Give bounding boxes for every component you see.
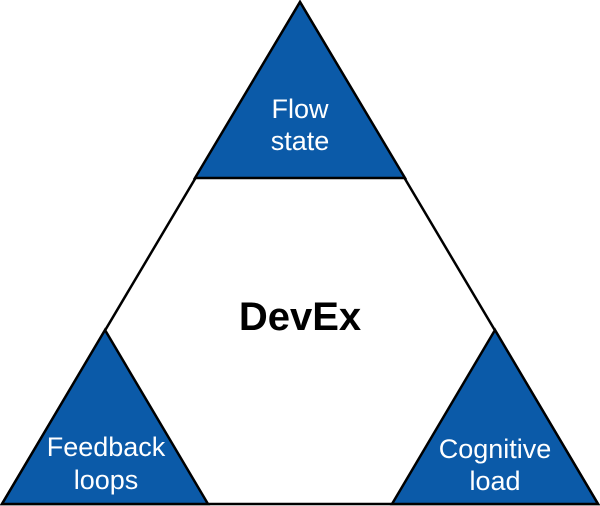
flow-state-label-line2: state xyxy=(271,126,330,156)
cognitive-load-label-line2: load xyxy=(469,466,520,496)
feedback-loops-corner xyxy=(0,327,211,506)
feedback-loops-label-line1: Feedback xyxy=(47,432,166,462)
cognitive-load-corner xyxy=(389,327,600,506)
feedback-loops-label-line2: loops xyxy=(74,465,139,495)
flow-state-label-line1: Flow xyxy=(271,94,329,124)
cognitive-load-label-line1: Cognitive xyxy=(439,434,552,464)
devex-center-label: DevEx xyxy=(239,295,361,339)
flow-state-corner xyxy=(192,0,408,180)
